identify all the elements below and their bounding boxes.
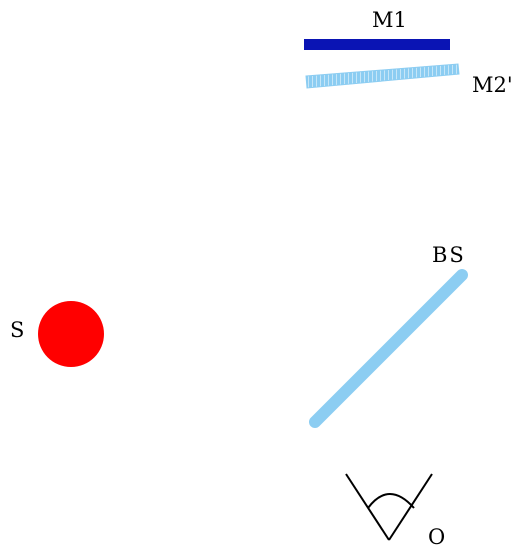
mirror-m1 (304, 39, 450, 50)
mirror-m1-label: M1 (372, 8, 407, 32)
mirror-m2-prime (305, 63, 460, 89)
beam-splitter-label: BS (432, 243, 466, 267)
observer-label: O (428, 525, 446, 549)
light-source (38, 301, 104, 367)
source-label: S (10, 318, 25, 342)
observer-eye-icon (345, 473, 433, 541)
beam-splitter (309, 269, 468, 428)
mirror-m2-label: M2' (472, 73, 513, 97)
